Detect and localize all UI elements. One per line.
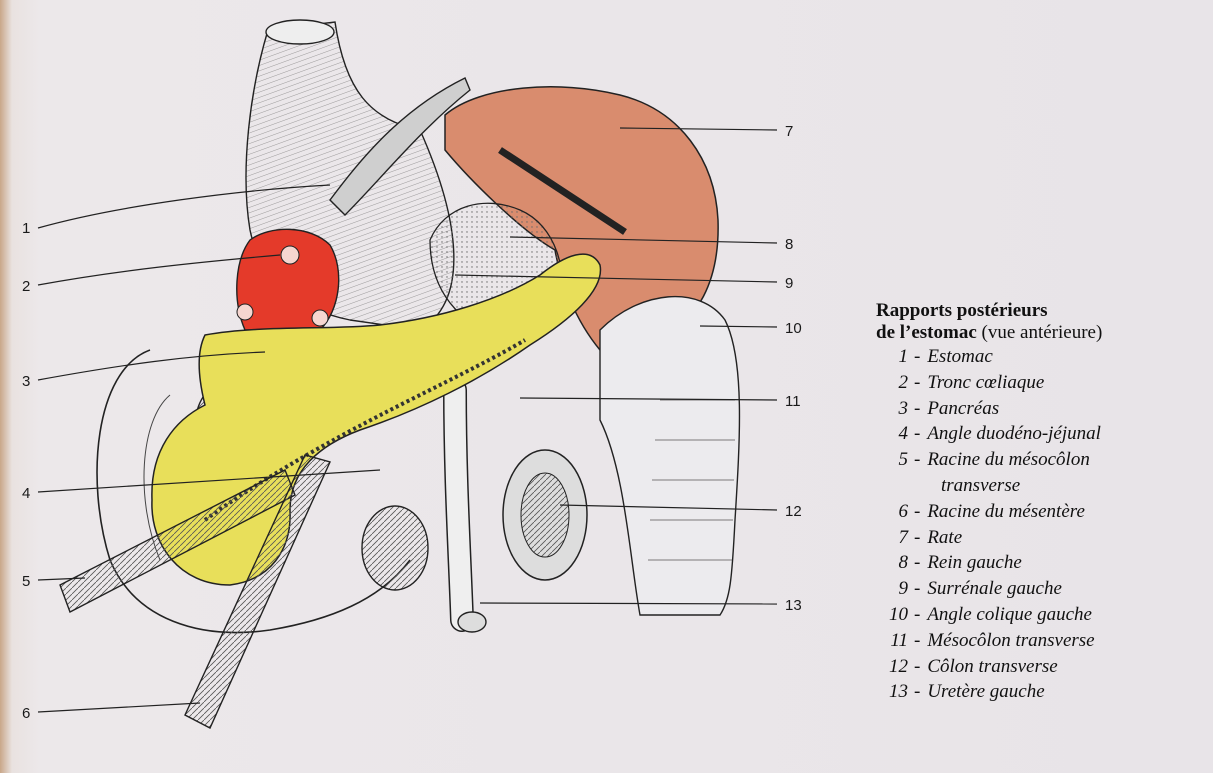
callout-10: 10 — [785, 320, 802, 337]
callout-5: 5 — [22, 573, 30, 590]
legend-subtitle: de l’estomac (vue antérieure) — [876, 322, 1206, 344]
legend-item: 12-Côlon transverse — [876, 654, 1206, 680]
legend-item: 11-Mésocôlon transverse — [876, 628, 1206, 654]
callout-7: 7 — [785, 123, 793, 140]
legend-item: 8-Rein gauche — [876, 550, 1206, 576]
legend-item: 3-Pancréas — [876, 396, 1206, 422]
callout-13: 13 — [785, 597, 802, 614]
legend-list: 1-Estomac 2-Tronc cœliaque 3-Pancréas 4-… — [876, 344, 1206, 705]
callout-8: 8 — [785, 236, 793, 253]
transverse-colon — [503, 450, 587, 580]
callout-12: 12 — [785, 503, 802, 520]
callout-6: 6 — [22, 705, 30, 722]
left-ureter — [455, 390, 486, 632]
celiac-trunk — [237, 229, 339, 330]
legend-item: 6-Racine du mésentère — [876, 499, 1206, 525]
legend-item: 7-Rate — [876, 525, 1206, 551]
legend-item: 13-Uretère gauche — [876, 679, 1206, 705]
callout-9: 9 — [785, 275, 793, 292]
legend-subtitle-bold: de l’estomac — [876, 322, 977, 343]
legend-item: 1-Estomac — [876, 344, 1206, 370]
legend-item: 10-Angle colique gauche — [876, 602, 1206, 628]
legend-title: Rapports postérieurs — [876, 300, 1206, 322]
legend-item: 9-Surrénale gauche — [876, 576, 1206, 602]
callout-11: 11 — [785, 393, 801, 410]
legend-item: 4-Angle duodéno-jéjunal — [876, 421, 1206, 447]
callout-2: 2 — [22, 278, 30, 295]
callout-3: 3 — [22, 373, 30, 390]
callout-4: 4 — [22, 485, 30, 502]
colic-flexure — [600, 297, 739, 615]
legend-subtitle-rest: (vue antérieure) — [977, 322, 1103, 343]
legend: Rapports postérieurs de l’estomac (vue a… — [876, 300, 1206, 705]
callout-1: 1 — [22, 220, 30, 237]
legend-item: 2-Tronc cœliaque — [876, 370, 1206, 396]
